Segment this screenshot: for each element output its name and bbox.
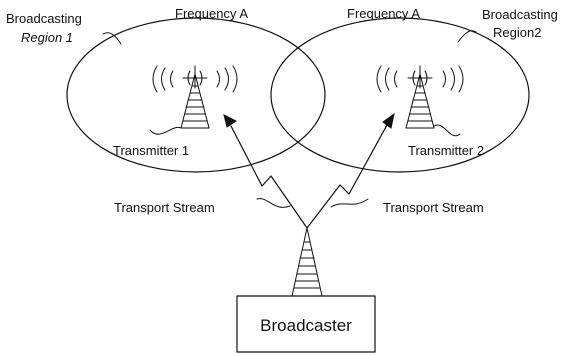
region-2-label-line1: Broadcasting bbox=[482, 7, 558, 22]
transport-stream-left-bolt bbox=[230, 125, 308, 229]
region-1-frequency-label: Frequency A bbox=[175, 6, 248, 21]
transmitter-1-tower-icon bbox=[180, 65, 210, 129]
region-2-coverage-ellipse bbox=[270, 17, 530, 173]
broadcasting-region-1: Broadcasting Region 1 Frequency A bbox=[6, 6, 326, 173]
transport-stream-right-arrowhead bbox=[382, 112, 395, 129]
transmitter-1-label: Transmitter 1 bbox=[113, 143, 189, 158]
broadcaster-label: Broadcaster bbox=[260, 316, 352, 335]
region-2-frequency-label: Frequency A bbox=[347, 6, 420, 21]
region-1-label-line1: Broadcasting bbox=[6, 11, 82, 26]
region-2-label-pointer bbox=[457, 30, 477, 43]
transport-stream-left-arrowhead bbox=[223, 114, 237, 128]
transmitter-2-label-pointer bbox=[433, 124, 461, 137]
transmitter-2-tower-icon bbox=[405, 65, 435, 129]
transmitter-2-label: Transmitter 2 bbox=[408, 143, 484, 158]
transport-stream-right-bolt bbox=[306, 124, 388, 229]
transport-stream-right-label: Transport Stream bbox=[383, 200, 484, 215]
region-1-label-pointer bbox=[102, 32, 122, 45]
region-1-coverage-ellipse bbox=[66, 17, 326, 173]
transport-stream-left-pointer bbox=[256, 198, 291, 208]
transport-stream-right-pointer bbox=[330, 198, 369, 208]
transport-stream-link-left: Transport Stream bbox=[114, 114, 308, 229]
broadcasting-region-2: Broadcasting Region2 Frequency A bbox=[270, 6, 558, 173]
transport-stream-left-label: Transport Stream bbox=[114, 200, 215, 215]
transmitter-2-signal-waves-icon bbox=[376, 65, 464, 93]
broadcaster-box: Broadcaster bbox=[236, 295, 376, 353]
transport-stream-link-right: Transport Stream bbox=[306, 112, 484, 229]
transmitter-1-signal-waves-icon bbox=[152, 65, 238, 93]
transmitter-1-label-pointer bbox=[149, 126, 182, 135]
region-1-label-line2: Region 1 bbox=[21, 30, 73, 45]
broadcaster-tower-icon bbox=[291, 227, 323, 297]
region-2-label-line2: Region2 bbox=[493, 25, 541, 40]
